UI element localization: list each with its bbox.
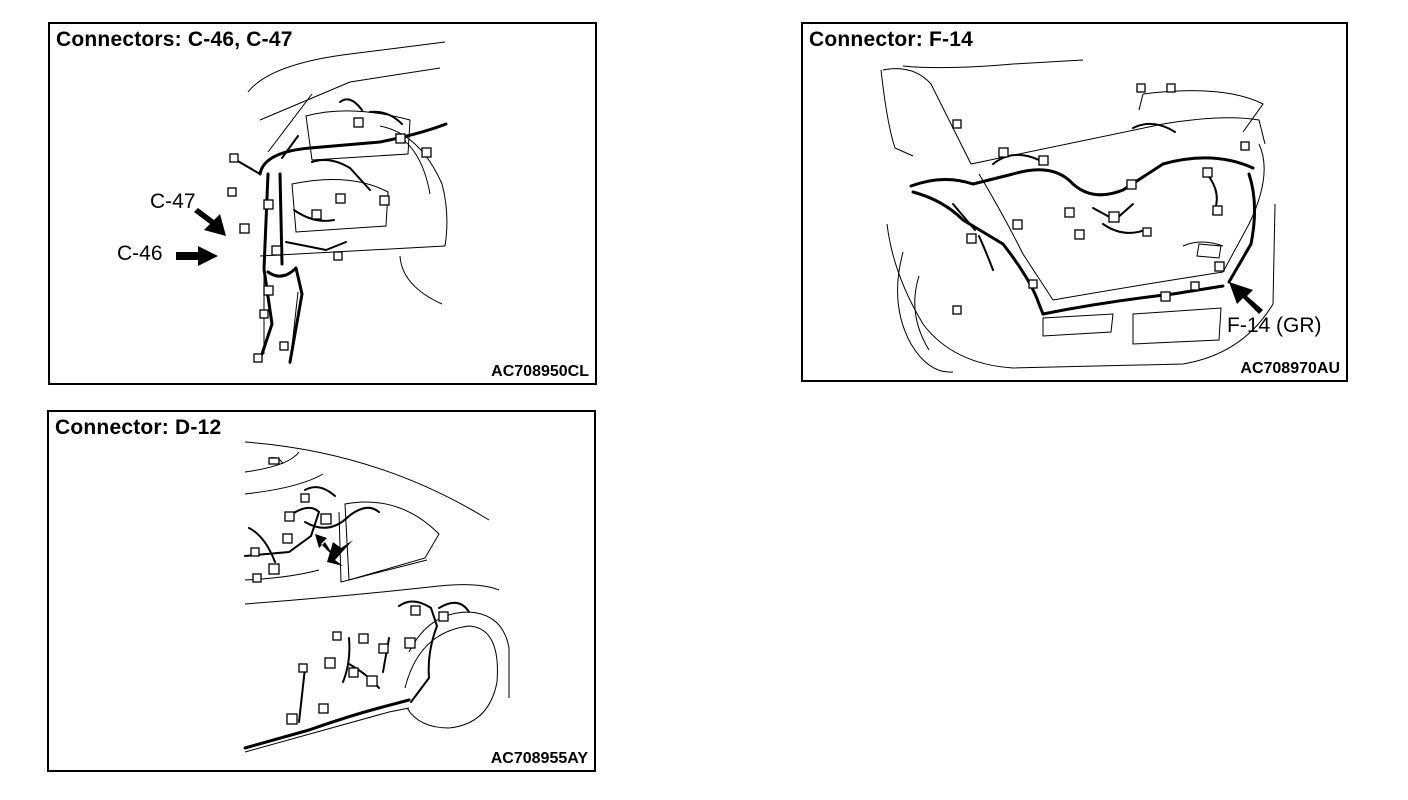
callout-label: C-47 xyxy=(150,190,196,213)
figure-code: AC708970AU xyxy=(1240,360,1340,377)
callout-arrow xyxy=(1229,282,1263,314)
panel-c46-c47: Connectors: C-46, C-47 AC708950CL C-47 C… xyxy=(48,22,597,385)
callout-label: F-14 (GR) xyxy=(1227,314,1322,337)
figure-code: AC708950CL xyxy=(491,363,589,380)
callout-arrow xyxy=(176,246,218,266)
panel-title: Connector: D-12 xyxy=(55,416,222,439)
trunk-harness-drawing xyxy=(880,59,1276,373)
callout-arrow xyxy=(327,540,353,566)
figure-code: AC708955AY xyxy=(490,750,588,767)
callout-label: C-46 xyxy=(117,242,163,265)
panel-title: Connectors: C-46, C-47 xyxy=(56,28,293,51)
callout-arrow xyxy=(315,534,335,558)
panel-f14: Connector: F-14 AC708970AU F-14 (GR) xyxy=(801,22,1348,382)
panel-title: Connector: F-14 xyxy=(809,28,974,51)
dashboard-harness-drawing xyxy=(176,41,448,365)
panel-d12: Connector: D-12 AC708955AY xyxy=(47,410,596,772)
callout-arrow xyxy=(194,208,226,236)
quarter-panel-harness-drawing xyxy=(243,441,510,753)
